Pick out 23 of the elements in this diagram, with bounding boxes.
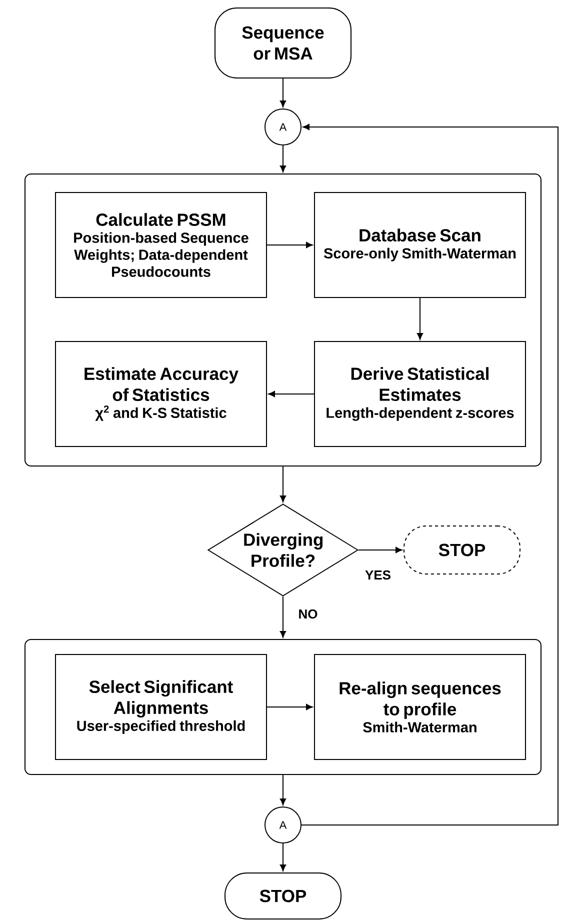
process-box: Calculate PSSM Position-based Sequence Weights; Data-dependent Pseudocounts — [55, 192, 267, 298]
process-box: Estimate Accuracy of Statistics χ$^{2}$ and K-S Statistic — [55, 341, 267, 447]
arrow — [280, 596, 286, 638]
edge-label: NO — [297, 608, 319, 620]
arrow — [416, 298, 424, 340]
arrow — [358, 546, 402, 554]
process-box: Database Scan Score-only Smith-Waterman — [314, 192, 526, 298]
process-box: Re-align sequences to profile Smith-Waterman — [314, 654, 526, 760]
stop-terminal: STOP — [404, 526, 520, 574]
process-box: Derive Statistical Estimates Length-dependent z-scores — [314, 341, 526, 447]
start-terminal: Sequence or MSA — [214, 8, 352, 78]
edge-label: YES — [364, 569, 392, 581]
arrow — [280, 843, 286, 872]
arrow — [268, 390, 314, 398]
arrow — [280, 466, 286, 502]
arrow — [266, 242, 313, 248]
arrow — [280, 78, 286, 108]
arrow — [280, 145, 286, 172]
arrow — [280, 774, 286, 806]
process-box: Select Significant Alignments User-specified threshold — [55, 654, 267, 760]
arrow — [266, 704, 313, 710]
arrow — [301, 124, 558, 826]
start-terminal: STOP — [224, 872, 342, 920]
